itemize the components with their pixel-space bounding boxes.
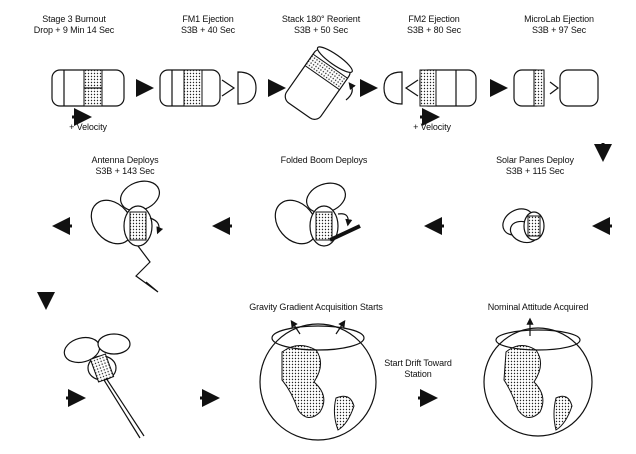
- rotation-arrow: [345, 82, 356, 101]
- step-folded-boom-label: Folded Boom Deploys: [264, 155, 384, 166]
- step-fm1-ejection-label: FM1 Ejection S3B + 40 Sec: [158, 14, 258, 36]
- step-stage3-burnout-label: Stage 3 Burnout Drop + 9 Min 14 Sec: [18, 14, 130, 36]
- step-title: Stage 3 Burnout: [42, 14, 106, 24]
- step-time: S3B + 115 Sec: [505, 166, 565, 176]
- earth-globe-1: [259, 320, 377, 441]
- step-title: Antenna Deploys: [91, 155, 159, 165]
- stack-cylinder-2: [159, 69, 257, 107]
- step-time: S3B + 97 Sec: [531, 25, 587, 35]
- earth-globe-2: [483, 317, 593, 437]
- microlab-solar-panes: [502, 208, 545, 244]
- step-title: MicroLab Ejection: [524, 14, 594, 24]
- step-title: Start Drift Toward Station: [384, 358, 452, 379]
- step-title: FM1 Ejection: [182, 14, 234, 24]
- velocity-label-2: + Velocity: [413, 122, 451, 132]
- step-nominal-attitude-label: Nominal Attitude Acquired: [466, 302, 610, 313]
- velocity-label-1: + Velocity: [69, 122, 107, 132]
- step-title: Solar Panes Deploy: [496, 155, 574, 165]
- step-time: S3B + 143 Sec: [95, 166, 155, 176]
- step-title: Folded Boom Deploys: [280, 155, 368, 165]
- microlab-boom-extended: [63, 333, 145, 439]
- step-time: S3B + 80 Sec: [406, 25, 462, 35]
- step-title: FM2 Ejection: [408, 14, 460, 24]
- step-time: Drop + 9 Min 14 Sec: [33, 25, 115, 35]
- step-gravity-gradient-label: Gravity Gradient Acquisition Starts: [226, 302, 406, 313]
- step-title: Stack 180° Reorient: [281, 14, 361, 24]
- step-antenna-label: Antenna Deploys S3B + 143 Sec: [70, 155, 180, 177]
- stack-cylinder-3: [284, 46, 353, 120]
- step-drift-label: Start Drift Toward Station: [380, 358, 456, 380]
- step-solar-panes-label: Solar Panes Deploy S3B + 115 Sec: [480, 155, 590, 177]
- stack-cylinder-5: [513, 69, 599, 107]
- step-title: Nominal Attitude Acquired: [487, 302, 589, 312]
- microlab-antenna: [90, 180, 164, 293]
- step-time: S3B + 40 Sec: [180, 25, 236, 35]
- step-fm2-ejection-label: FM2 Ejection S3B + 80 Sec: [384, 14, 484, 36]
- step-title: Gravity Gradient Acquisition Starts: [249, 302, 383, 312]
- step-reorient-label: Stack 180° Reorient S3B + 50 Sec: [266, 14, 376, 36]
- microlab-boom-folded: [274, 182, 361, 247]
- stack-cylinder-4: [383, 69, 477, 107]
- stack-cylinder-1: [51, 69, 125, 107]
- step-time: S3B + 50 Sec: [293, 25, 349, 35]
- step-microlab-ejection-label: MicroLab Ejection S3B + 97 Sec: [506, 14, 612, 36]
